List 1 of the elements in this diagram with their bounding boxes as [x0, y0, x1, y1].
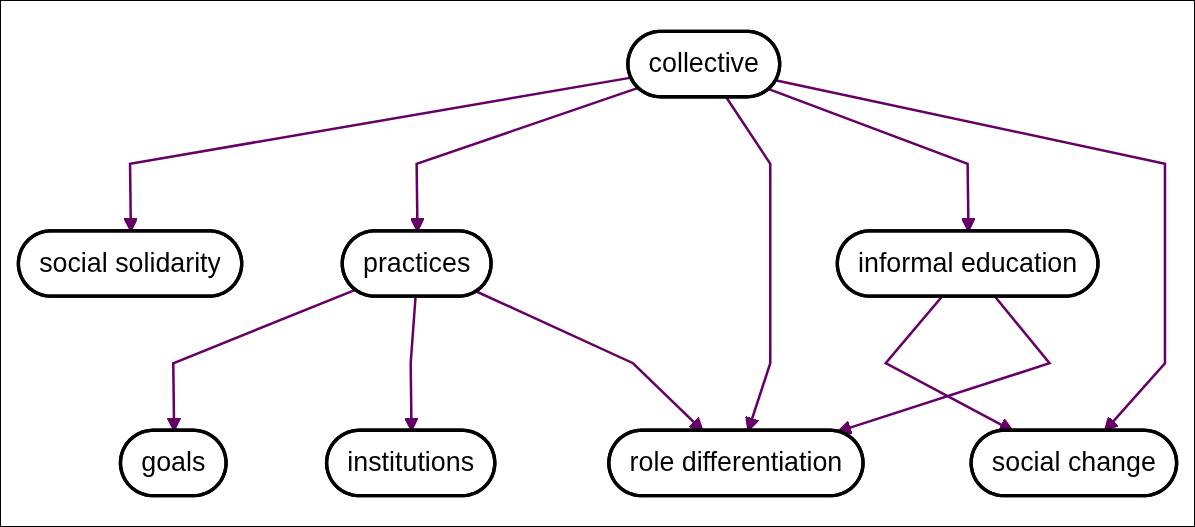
- arrow: [836, 296, 1052, 435]
